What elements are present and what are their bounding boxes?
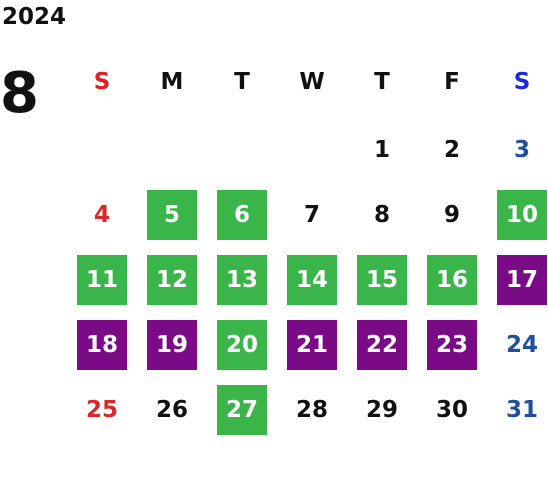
- weekday-tue: T: [234, 69, 250, 95]
- calendar-day-31[interactable]: 31: [505, 397, 538, 423]
- calendar-day-11[interactable]: 11: [77, 255, 127, 305]
- calendar-day-3[interactable]: 3: [513, 137, 530, 163]
- calendar-day-29[interactable]: 29: [365, 397, 398, 423]
- calendar-day-23[interactable]: 23: [427, 320, 477, 370]
- calendar-year: 2024: [2, 4, 67, 30]
- weekday-mon: M: [160, 69, 184, 95]
- calendar-day-2[interactable]: 2: [443, 137, 460, 163]
- calendar-day-22[interactable]: 22: [357, 320, 407, 370]
- weekday-thu: T: [374, 69, 390, 95]
- calendar-day-15[interactable]: 15: [357, 255, 407, 305]
- calendar-day-27[interactable]: 27: [217, 385, 267, 435]
- calendar-day-13[interactable]: 13: [217, 255, 267, 305]
- calendar-day-6[interactable]: 6: [217, 190, 267, 240]
- calendar-day-14[interactable]: 14: [287, 255, 337, 305]
- calendar-day-7[interactable]: 7: [303, 202, 320, 228]
- calendar-day-21[interactable]: 21: [287, 320, 337, 370]
- weekday-wed: W: [299, 69, 325, 95]
- calendar-day-19[interactable]: 19: [147, 320, 197, 370]
- calendar-day-9[interactable]: 9: [443, 202, 460, 228]
- calendar-day-20[interactable]: 20: [217, 320, 267, 370]
- weekday-fri: F: [444, 69, 460, 95]
- calendar-day-16[interactable]: 16: [427, 255, 477, 305]
- calendar-day-10[interactable]: 10: [497, 190, 547, 240]
- weekday-sat: S: [513, 69, 531, 95]
- calendar-day-17[interactable]: 17: [497, 255, 547, 305]
- calendar-day-26[interactable]: 26: [155, 397, 188, 423]
- calendar-day-28[interactable]: 28: [295, 397, 328, 423]
- calendar-day-18[interactable]: 18: [77, 320, 127, 370]
- calendar-day-12[interactable]: 12: [147, 255, 197, 305]
- weekday-header: S M T W T F S: [0, 64, 548, 100]
- calendar-day-30[interactable]: 30: [435, 397, 468, 423]
- calendar-day-1[interactable]: 1: [373, 137, 390, 163]
- calendar-day-24[interactable]: 24: [505, 332, 538, 358]
- calendar-day-4[interactable]: 4: [93, 202, 110, 228]
- calendar-month: 8: [0, 61, 39, 126]
- calendar-day-8[interactable]: 8: [373, 202, 390, 228]
- weekday-sun: S: [93, 69, 111, 95]
- calendar-day-25[interactable]: 25: [85, 397, 118, 423]
- calendar-day-5[interactable]: 5: [147, 190, 197, 240]
